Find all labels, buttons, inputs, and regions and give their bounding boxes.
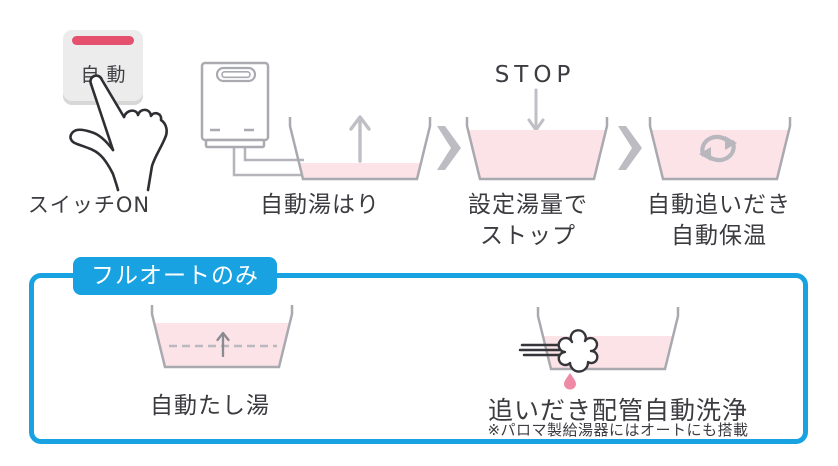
- stop-caption: 設定湯量で ストップ: [468, 192, 588, 249]
- stop-label: STOP: [494, 62, 576, 88]
- up-arrow-icon: [349, 115, 371, 163]
- reheat-caption: 自動追いだき 自動保温: [647, 192, 791, 249]
- full-auto-box: [29, 273, 808, 444]
- water-heater-icon: [200, 61, 308, 177]
- chevron-right-icon: [618, 126, 642, 170]
- bathtub-full-icon: [465, 117, 609, 181]
- cleaning-note: ※パロマ製給湯器にはオートにも搭載: [487, 421, 749, 439]
- switch-on-caption: スイッチON: [27, 193, 151, 217]
- bathtub-cleaning-icon: [518, 307, 680, 390]
- steam-puff-icon: [557, 329, 599, 373]
- pointing-hand-icon: [69, 74, 168, 192]
- full-auto-badge: フルオートのみ: [73, 257, 277, 295]
- droplet-icon: [564, 373, 576, 390]
- bathtub-refill-icon: [150, 305, 294, 369]
- bathtub-reheat-icon: [648, 117, 792, 181]
- bathtub-filling-icon: [288, 115, 432, 181]
- chevron-right-icon: [437, 126, 461, 170]
- small-up-arrow-icon: [216, 331, 230, 358]
- fill-caption: 自動湯はり: [260, 192, 380, 218]
- cleaning-caption: 追いだき配管自動洗浄: [487, 396, 748, 425]
- auto-button-indicator: [72, 36, 134, 45]
- refill-caption: 自動たし湯: [150, 393, 270, 419]
